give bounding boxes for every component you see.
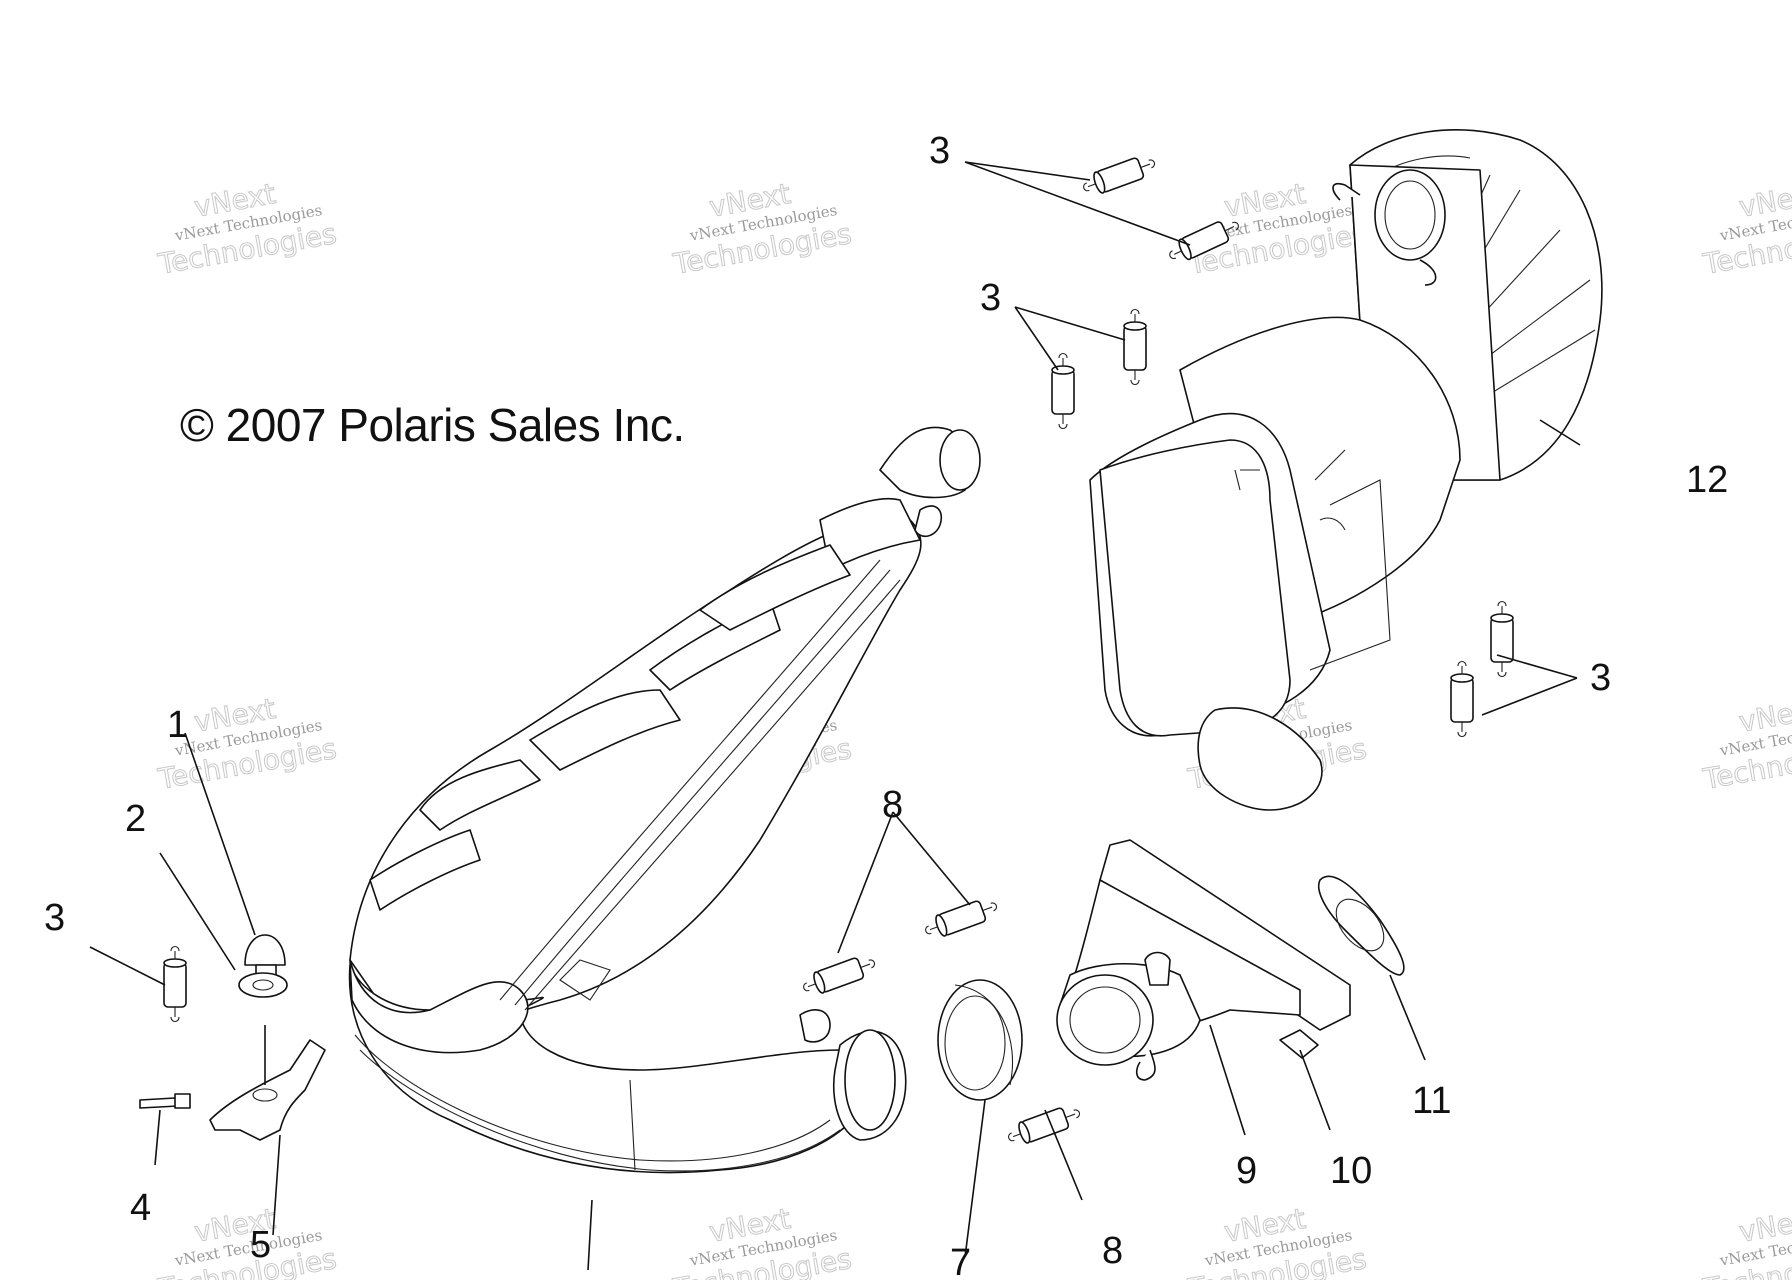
exhaust-pipe-main bbox=[348, 426, 981, 1174]
spring bbox=[1169, 221, 1239, 261]
spring bbox=[1450, 660, 1474, 738]
bracket-assembly bbox=[139, 934, 326, 1141]
spring bbox=[925, 900, 998, 937]
spring bbox=[1123, 308, 1147, 386]
callout-4: 4 bbox=[130, 1187, 151, 1229]
callout-2: 2 bbox=[125, 798, 146, 840]
callout-5: 5 bbox=[250, 1224, 271, 1266]
silencer-part-12 bbox=[1089, 129, 1603, 811]
callout-8-top: 8 bbox=[882, 784, 903, 826]
spring bbox=[1490, 600, 1514, 678]
callout-3-top: 3 bbox=[929, 130, 950, 172]
callout-11: 11 bbox=[1412, 1080, 1451, 1122]
callout-3-right: 3 bbox=[1590, 657, 1611, 699]
callout-8-bottom: 8 bbox=[1102, 1230, 1123, 1272]
spring bbox=[163, 945, 187, 1023]
callout-9: 9 bbox=[1236, 1150, 1257, 1192]
callout-1: 1 bbox=[167, 704, 188, 746]
exhaust-manifold-part-9 bbox=[1056, 839, 1405, 1081]
callout-3-left: 3 bbox=[44, 897, 65, 939]
spring bbox=[1083, 157, 1156, 194]
callout-10: 10 bbox=[1330, 1150, 1372, 1192]
callout-12: 12 bbox=[1686, 459, 1728, 501]
seal-ring-part-7 bbox=[937, 979, 1023, 1101]
spring-group bbox=[163, 157, 1514, 1144]
leader-lines bbox=[89, 161, 1581, 1271]
callout-7: 7 bbox=[950, 1242, 971, 1280]
copyright-notice: © 2007 Polaris Sales Inc. bbox=[180, 399, 685, 451]
spring bbox=[1008, 1107, 1081, 1144]
spring bbox=[803, 957, 876, 994]
callout-labels: 3 3 3 12 3 1 2 4 5 8 8 7 9 10 11 bbox=[44, 130, 1728, 1284]
callout-3-upper: 3 bbox=[980, 277, 1001, 319]
